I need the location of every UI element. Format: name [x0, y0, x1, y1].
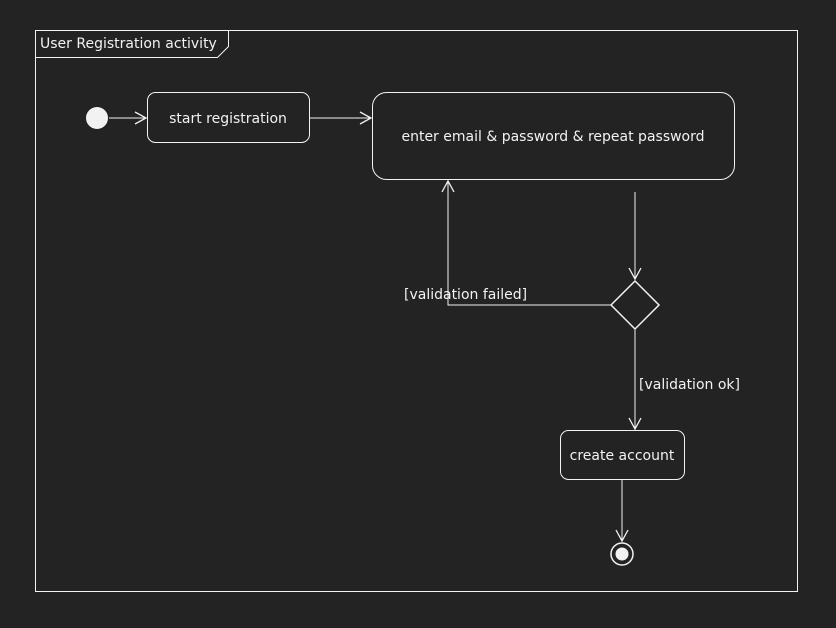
final-node-ring: [610, 542, 634, 566]
initial-node: [86, 107, 108, 129]
action-enter-credentials-label: enter email & password & repeat password: [401, 129, 704, 145]
frame-title-tab: [35, 30, 229, 58]
action-create-account-label: create account: [570, 448, 675, 464]
action-enter-credentials: [372, 92, 735, 180]
guard-validation-failed: [validation failed]: [404, 287, 527, 303]
action-start-registration-label: start registration: [169, 111, 287, 127]
edge-validation-failed: [441, 179, 611, 306]
activity-frame: [35, 30, 798, 592]
final-node-dot: [615, 547, 629, 561]
action-start-registration: [147, 92, 310, 143]
guard-validation-ok: [validation ok]: [639, 377, 740, 393]
frame-title: User Registration activity: [40, 36, 217, 52]
decision-node: [609, 279, 661, 331]
action-create-account: [560, 430, 685, 480]
